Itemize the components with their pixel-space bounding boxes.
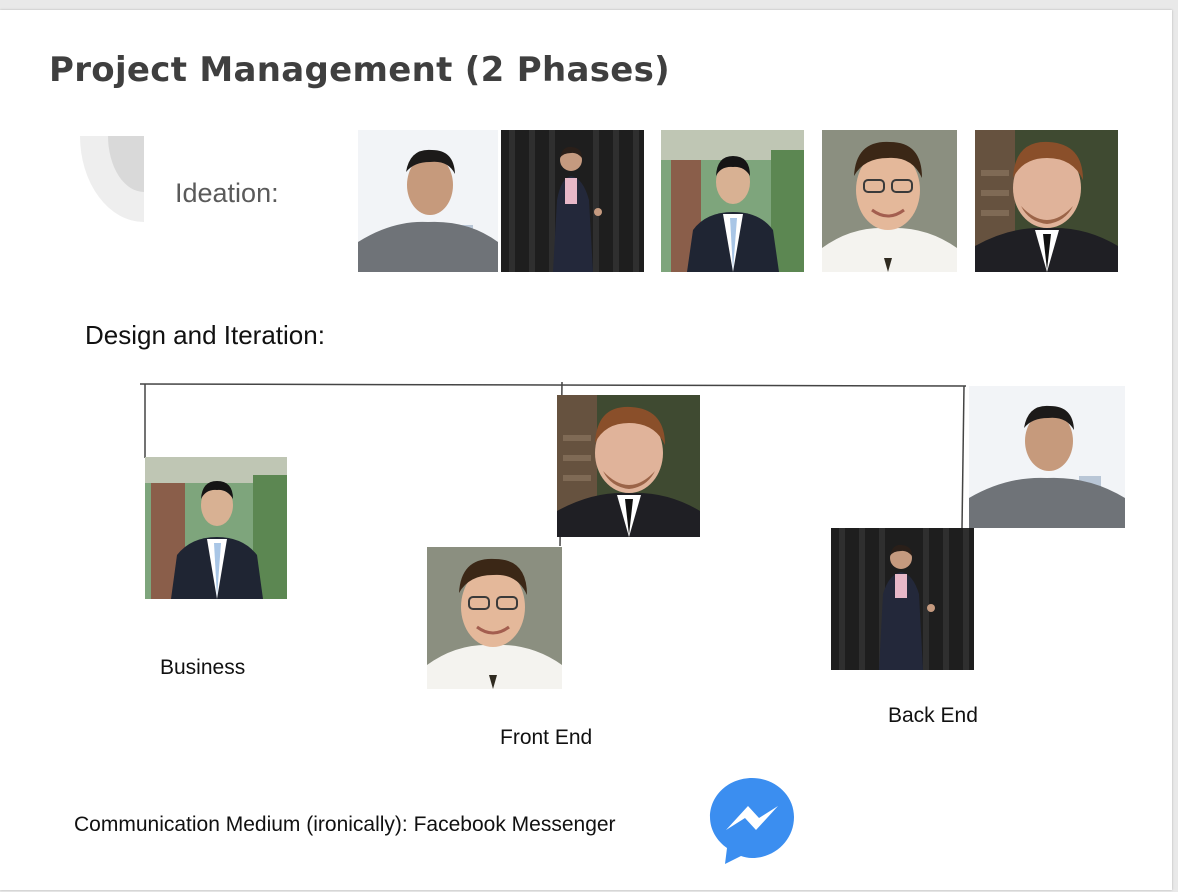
ideation-photo-1 bbox=[358, 130, 498, 272]
back-end-photo-2 bbox=[831, 528, 974, 670]
front-end-photo-1 bbox=[557, 395, 700, 537]
front-end-photo-2 bbox=[427, 547, 562, 689]
ideation-photo-3 bbox=[661, 130, 804, 272]
messenger-icon bbox=[710, 778, 794, 864]
slide-title: Project Management (2 Phases) bbox=[49, 50, 670, 90]
back-end-photo-1 bbox=[969, 386, 1125, 528]
design-iteration-label: Design and Iteration: bbox=[85, 320, 325, 350]
quarter-circle-decoration-icon bbox=[80, 136, 144, 222]
ideation-label: Ideation: bbox=[175, 178, 279, 208]
ideation-photo-4 bbox=[822, 130, 957, 272]
ideation-photo-5 bbox=[975, 130, 1118, 272]
business-photo bbox=[145, 457, 287, 599]
role-front-end-label: Front End bbox=[500, 726, 593, 749]
communication-medium-text: Communication Medium (ironically): Faceb… bbox=[74, 813, 616, 836]
ideation-photo-2 bbox=[501, 130, 644, 272]
role-business-label: Business bbox=[160, 656, 246, 679]
role-back-end-label: Back End bbox=[888, 704, 978, 727]
